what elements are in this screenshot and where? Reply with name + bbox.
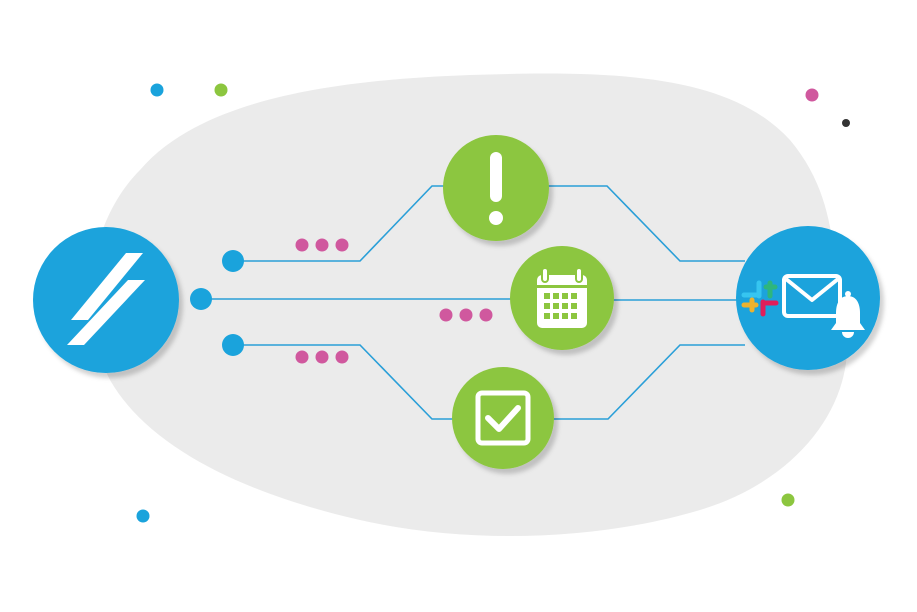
slack-icon	[741, 280, 779, 317]
calendar-icon	[537, 267, 587, 328]
bell-icon	[831, 291, 865, 338]
decor-dot-dark	[842, 119, 850, 127]
decor-dot-green	[781, 493, 795, 507]
target-node	[736, 226, 880, 370]
exclamation-icon	[489, 152, 503, 225]
connector-node	[222, 250, 244, 272]
mail-icon	[782, 274, 842, 318]
connector-lines	[201, 185, 745, 420]
calendar-node	[510, 246, 614, 350]
decor-dot-blue	[136, 509, 150, 523]
connector-node	[222, 334, 244, 356]
ellipsis-bottom	[295, 350, 349, 364]
double-slash-logo-icon	[67, 253, 145, 345]
source-node	[33, 227, 179, 373]
decor-dot-blue	[150, 83, 164, 97]
checkbox-icon	[475, 390, 531, 446]
task-node	[452, 367, 554, 469]
connector-top-right	[544, 185, 745, 262]
ellipsis-top	[295, 238, 349, 252]
background-blob	[90, 73, 848, 537]
connector-bottom-left	[233, 344, 455, 420]
connector-bottom-right	[553, 344, 745, 420]
connector-top-left	[233, 185, 450, 262]
connector-node	[190, 288, 212, 310]
decor-dot-green	[214, 83, 228, 97]
ellipsis-middle	[439, 308, 493, 322]
alert-node	[443, 135, 549, 241]
decor-dot-magenta	[805, 88, 819, 102]
